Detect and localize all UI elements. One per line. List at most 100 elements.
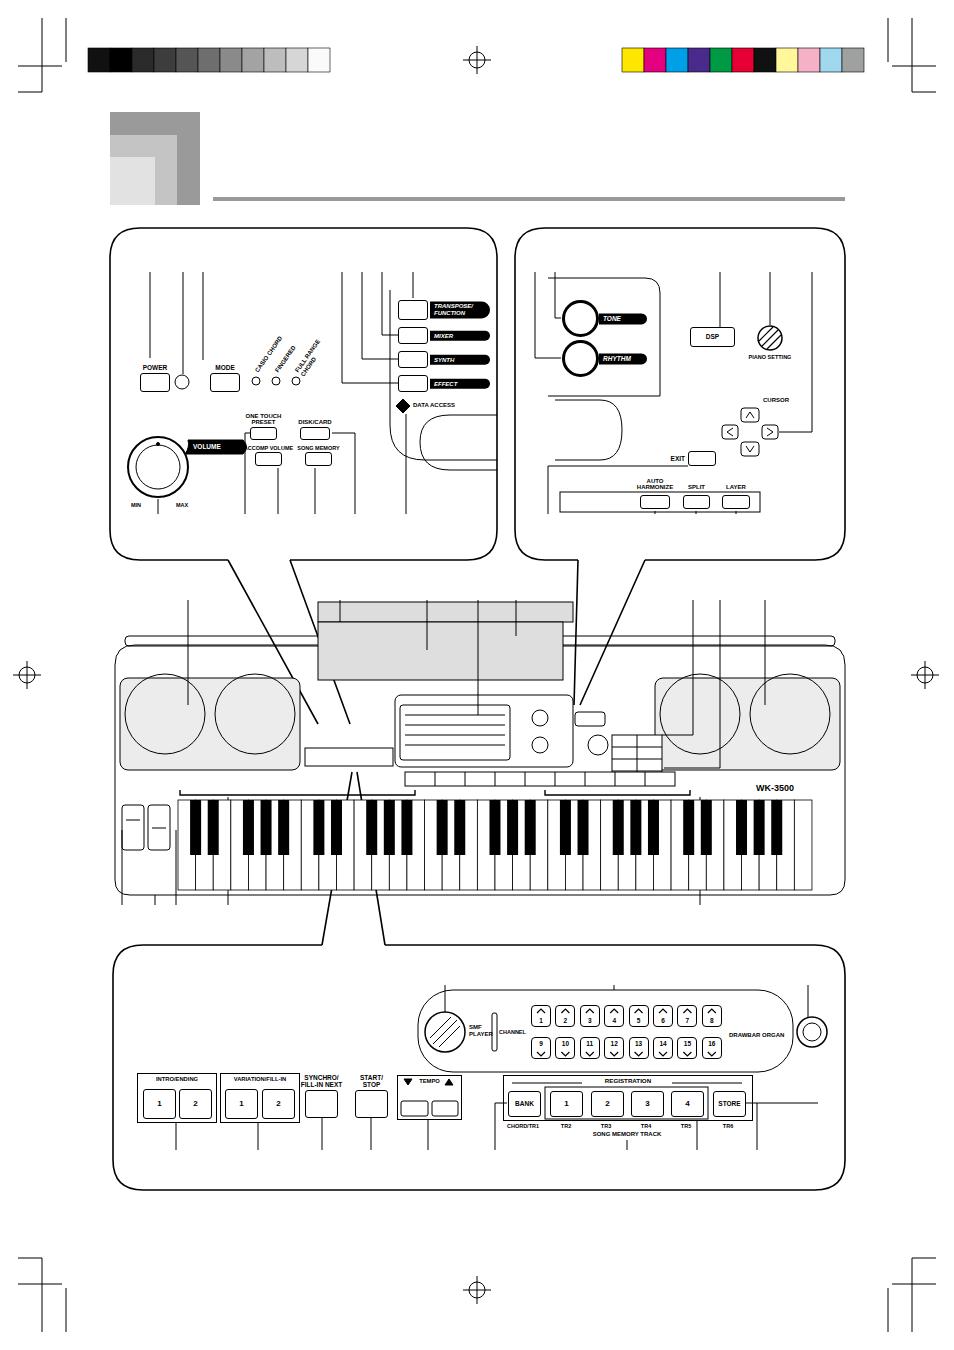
color-bar: [776, 48, 798, 72]
button-label: POWER: [143, 364, 168, 371]
channel-button: 9: [531, 1037, 551, 1059]
button-label: EXIT: [671, 455, 685, 462]
part-label: DATA ACCESS: [413, 402, 455, 409]
part-label: TR3: [601, 1123, 611, 1129]
black-key: [243, 800, 254, 855]
button-label: VARIATION/FILL-IN: [221, 1076, 299, 1082]
leader-lines: [122, 797, 700, 905]
black-key: [278, 800, 289, 855]
button-label: 1: [539, 1017, 543, 1024]
button-label: 2: [564, 1017, 568, 1024]
black-key: [701, 800, 712, 855]
bottom-panel-details: [401, 1101, 428, 1116]
channel-button: 10: [555, 1037, 575, 1059]
channel-button: 2: [555, 1005, 575, 1027]
panel-details: [555, 400, 622, 460]
button-group: VARIATION/FILL-IN 1 2: [220, 1073, 300, 1123]
button-label: 1: [239, 1100, 243, 1109]
button-label: SPLIT: [688, 484, 705, 491]
bottom-panel-details: [430, 1017, 460, 1047]
color-bar: [644, 48, 666, 72]
black-key: [754, 800, 765, 855]
down-arrow: [659, 1052, 667, 1056]
panel-button: DSP: [690, 327, 735, 347]
button-label: REGISTRATION: [504, 1078, 752, 1085]
zoom-panels: [515, 228, 845, 560]
button-label: 5: [637, 1017, 641, 1024]
keyboard-body: [120, 678, 300, 770]
black-key: [437, 800, 448, 855]
button-label: RHYTHM: [599, 353, 647, 364]
panel-button: SYNTH: [398, 351, 428, 368]
black-key: [366, 800, 377, 855]
black-key: [331, 800, 342, 855]
panel-details: [548, 278, 660, 396]
button-label: AUTO HARMONIZE: [632, 478, 678, 491]
keyboard-body: [532, 737, 548, 753]
panel-details: [758, 326, 782, 350]
panel-button: 2: [591, 1091, 624, 1117]
keyboard-body: [435, 772, 645, 786]
part-label: PIANO SETTING: [749, 354, 792, 360]
leader-lines: [535, 272, 812, 432]
panel-details: [741, 442, 759, 456]
bottom-panel-details: [545, 1087, 708, 1119]
black-key: [190, 800, 201, 855]
button-label: START/ STOP: [356, 1074, 388, 1088]
panel-details: [759, 327, 781, 349]
part-label: CHORD/TR1: [507, 1123, 539, 1129]
down-arrow: [683, 1052, 691, 1056]
panel-button: TRANSPOSE/ FUNCTION: [398, 300, 428, 320]
panel-details: [560, 492, 760, 512]
panel-button: ACCOMP VOLUME: [255, 452, 282, 466]
panel-button: 1: [143, 1089, 176, 1119]
crop-marks: [18, 18, 936, 1332]
header-block: [110, 157, 155, 205]
down-arrow: [561, 1052, 569, 1056]
panel-details: [722, 425, 738, 439]
gray-scale-bar: [154, 48, 176, 72]
bottom-panel-details: [418, 990, 793, 1072]
bottom-panel-details: [797, 1017, 827, 1047]
button-label: 7: [686, 1017, 690, 1024]
panel-button: LAYER: [722, 495, 750, 509]
black-key: [648, 800, 659, 855]
keyboard-body: [405, 715, 505, 745]
part-label: FULL RANGE CHORD: [294, 332, 331, 377]
crop-marks: [463, 46, 491, 74]
button-label: 15: [684, 1040, 691, 1047]
leader-lines: [158, 414, 406, 514]
button-label: STORE: [718, 1100, 740, 1107]
panel-button: 2: [262, 1089, 295, 1119]
panel-button: 1: [550, 1091, 583, 1117]
panel-details: [128, 437, 188, 497]
button-label: 16: [708, 1040, 715, 1047]
panel-details: [157, 443, 160, 446]
button-label: SONG MEMORY: [297, 445, 339, 451]
gray-scale-bar: [132, 48, 154, 72]
button-label: EFFECT: [430, 378, 490, 389]
panel-details: [136, 445, 180, 489]
color-bar: [732, 48, 754, 72]
leader-lines: [188, 600, 765, 768]
panel-details: [175, 375, 189, 389]
button-label: DISK/CARD: [298, 419, 331, 426]
down-arrow: [610, 1052, 618, 1056]
up-arrow: [635, 1009, 643, 1013]
round-button: RHYTHM: [562, 340, 599, 377]
channel-button: 1: [531, 1005, 551, 1027]
button-label: 1: [157, 1100, 161, 1109]
panel-details: [128, 278, 782, 512]
color-bar: [754, 48, 776, 72]
leader-lines: [548, 466, 736, 514]
panel-details: [185, 440, 247, 454]
channel-button: 16: [702, 1037, 722, 1059]
part-label: CHANNEL: [499, 1029, 526, 1035]
black-key: [771, 800, 782, 855]
black-key: [489, 800, 500, 855]
channel-button: 12: [604, 1037, 624, 1059]
panel-button: MODE: [210, 373, 240, 392]
up-arrow: [659, 1009, 667, 1013]
part-label: FINGERED: [274, 345, 297, 374]
